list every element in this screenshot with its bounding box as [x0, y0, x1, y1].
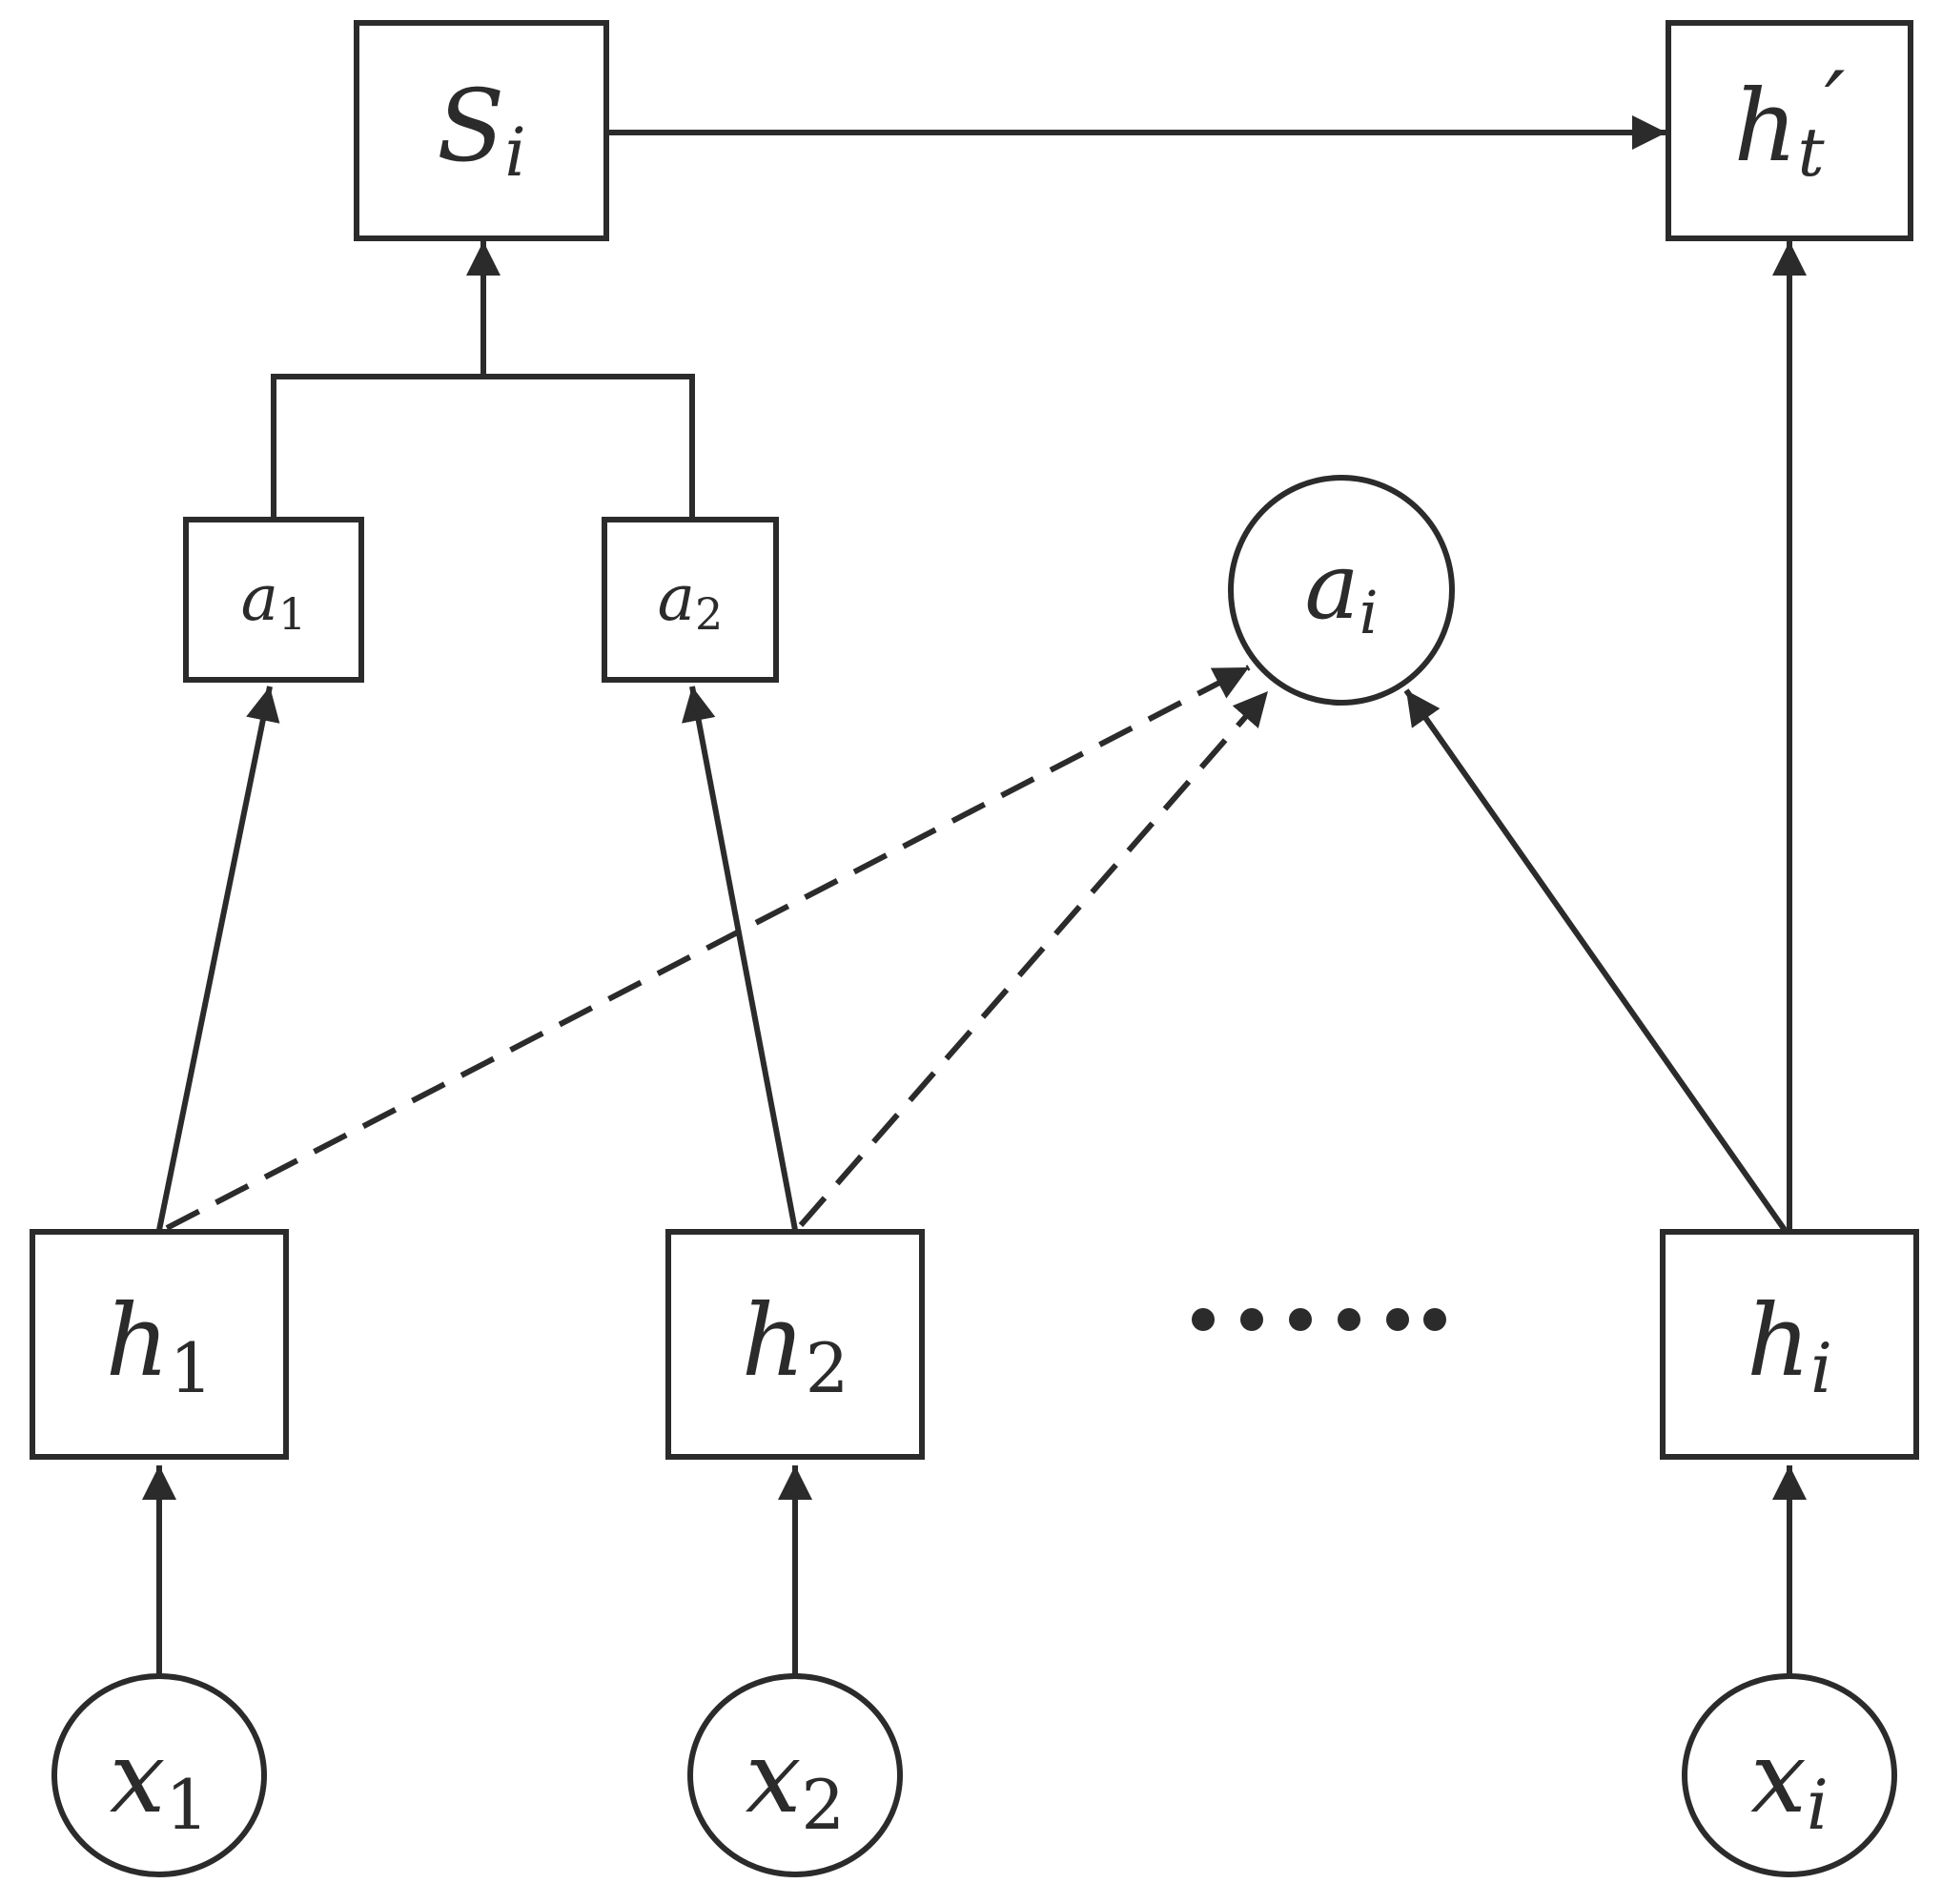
- svg-text:a2: a2: [658, 562, 724, 640]
- node-si-base: S: [437, 68, 504, 184]
- node-x1-sub: 1: [165, 1765, 209, 1845]
- node-h2-sub: 2: [806, 1328, 849, 1408]
- node-x1: x1: [51, 1673, 267, 1877]
- node-a1-base: a: [241, 562, 278, 635]
- node-ht-sub: t: [1798, 113, 1826, 192]
- node-h1-sub: 1: [170, 1328, 214, 1408]
- ellipsis-dots: ......: [1192, 1308, 1446, 1331]
- node-a1: a1: [183, 517, 364, 683]
- node-hi-sub: i: [1810, 1328, 1832, 1408]
- node-x2-base: x: [746, 1719, 802, 1835]
- svg-text:a1: a1: [241, 562, 307, 640]
- node-a2-sub: 2: [695, 588, 723, 640]
- node-a2-base: a: [658, 562, 695, 635]
- node-ai: ai: [1228, 475, 1455, 706]
- node-h1: h1: [30, 1229, 289, 1460]
- node-h2-base: h: [742, 1282, 806, 1399]
- node-si-sub: i: [504, 113, 525, 192]
- svg-text:xi: xi: [1750, 1719, 1829, 1845]
- svg-text:Si: Si: [437, 68, 526, 192]
- svg-text:ai: ai: [1304, 533, 1378, 647]
- node-x2: x2: [687, 1673, 903, 1877]
- node-ai-base: a: [1304, 533, 1359, 640]
- svg-text:x1: x1: [110, 1719, 209, 1845]
- node-ai-sub: i: [1359, 578, 1379, 647]
- node-xi-base: x: [1750, 1719, 1807, 1835]
- edge-hi-ai: [1403, 688, 1788, 1232]
- edge-h1-a1: [156, 686, 280, 1231]
- svg-text:h2: h2: [742, 1282, 849, 1408]
- svg-text:hi: hi: [1747, 1282, 1832, 1408]
- node-hi-base: h: [1747, 1282, 1810, 1399]
- node-h1-base: h: [106, 1282, 170, 1399]
- edge-h1-ai-dashed: [165, 665, 1251, 1231]
- edge-a1-a2-join: [271, 374, 695, 520]
- edge-h2-ai-dashed: [798, 689, 1271, 1227]
- node-h2: h2: [665, 1229, 925, 1460]
- svg-text:x2: x2: [746, 1719, 845, 1845]
- node-x1-base: x: [110, 1719, 166, 1835]
- svg-text:ht′: ht′: [1734, 52, 1846, 192]
- svg-text:h1: h1: [106, 1282, 214, 1408]
- node-a2: a2: [602, 517, 779, 683]
- node-hi: hi: [1660, 1229, 1919, 1460]
- node-a1-sub: 1: [278, 588, 306, 640]
- node-x2-sub: 2: [801, 1765, 845, 1845]
- node-ht-base: h: [1734, 68, 1798, 184]
- node-ht-prime: ht′: [1666, 20, 1913, 241]
- node-xi-sub: i: [1807, 1765, 1829, 1845]
- node-si: Si: [354, 20, 609, 241]
- node-ht-prime-mark: ′: [1825, 52, 1846, 159]
- edge-h2-a2: [682, 686, 798, 1231]
- node-xi: xi: [1682, 1673, 1897, 1877]
